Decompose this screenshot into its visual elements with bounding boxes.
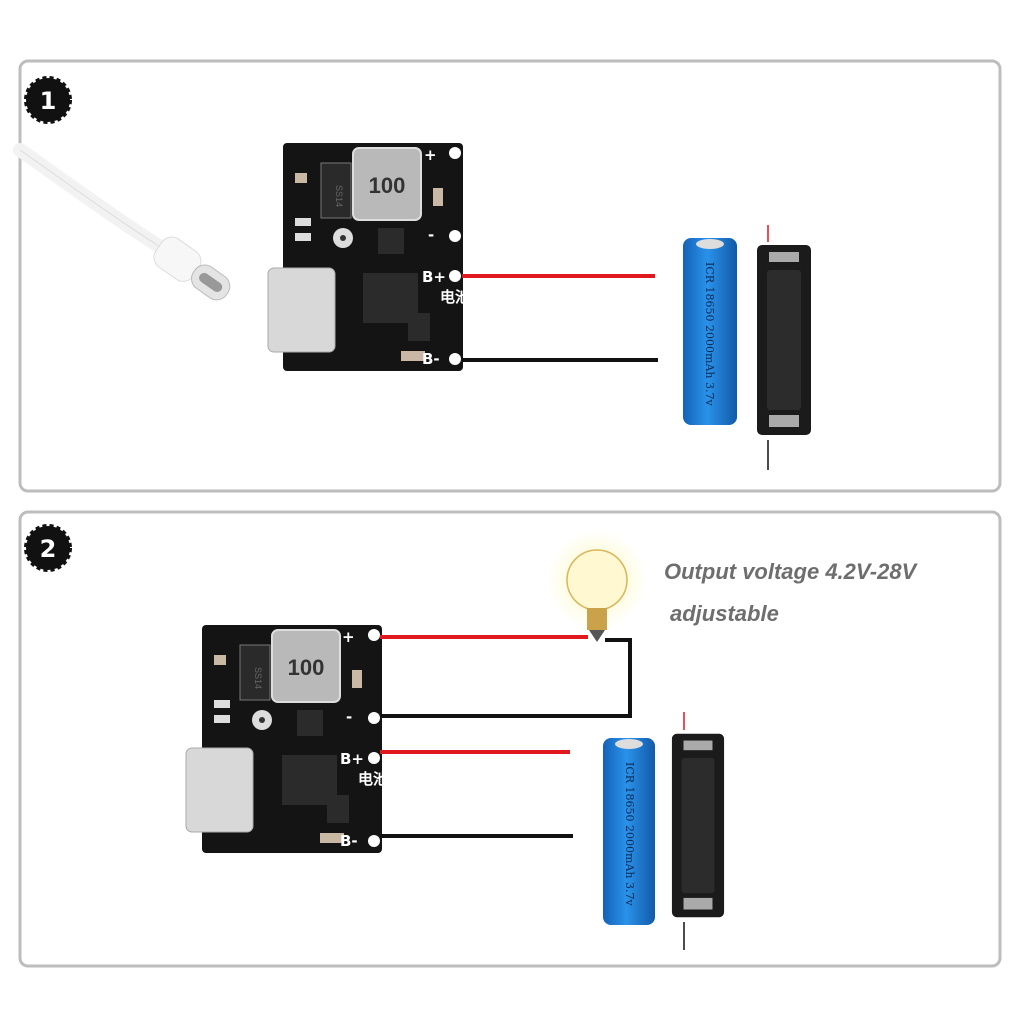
svg-text:100: 100	[369, 173, 406, 198]
usb-c-port	[185, 747, 254, 833]
battery-holder	[757, 245, 811, 435]
svg-text:Output voltage 4.2V-28V: Output voltage 4.2V-28V	[664, 559, 919, 584]
svg-text:100: 100	[288, 655, 325, 680]
svg-text:+: +	[424, 146, 437, 164]
svg-text:B-: B-	[340, 832, 358, 850]
svg-text:-: -	[346, 708, 352, 726]
svg-text:SS14: SS14	[334, 185, 344, 207]
usb-c-plug-icon	[153, 236, 231, 301]
svg-text:1: 1	[40, 87, 57, 115]
light-bulb-icon	[547, 530, 647, 642]
output-black-wire	[380, 638, 632, 718]
battery-holder	[671, 733, 725, 918]
step-2-badge: 2	[24, 524, 72, 572]
step-1-badge: 1	[24, 76, 72, 124]
svg-text:-: -	[428, 226, 434, 244]
svg-text:adjustable: adjustable	[670, 601, 779, 626]
step-1-panel: 1 100 SS14 + - B+ B- 电池 ICR 18650 2000mA…	[13, 59, 1002, 493]
svg-text:2: 2	[40, 535, 57, 563]
svg-text:ICR 18650 2000mAh 3.7v: ICR 18650 2000mAh 3.7v	[623, 762, 636, 906]
charger-board: 100 SS14 + - B+ B- 电池	[267, 143, 470, 371]
svg-text:+: +	[342, 628, 355, 646]
svg-text:ICR 18650 2000mAh 3.7v: ICR 18650 2000mAh 3.7v	[703, 262, 716, 406]
battery-18650: ICR 18650 2000mAh 3.7v	[603, 738, 655, 925]
svg-text:B+: B+	[422, 268, 446, 286]
step-2-panel: 2 Output voltage 4.2V-28V adjustable 100…	[18, 510, 1002, 968]
battery-18650: ICR 18650 2000mAh 3.7v	[683, 238, 737, 425]
svg-text:电池: 电池	[358, 770, 388, 788]
svg-text:SS14: SS14	[253, 667, 263, 689]
svg-text:电池: 电池	[440, 288, 470, 306]
usb-c-port	[267, 267, 336, 353]
svg-text:B+: B+	[340, 750, 364, 768]
svg-text:B-: B-	[422, 350, 440, 368]
boost-board: 100 SS14 + - B+ B- 电池	[185, 625, 388, 853]
